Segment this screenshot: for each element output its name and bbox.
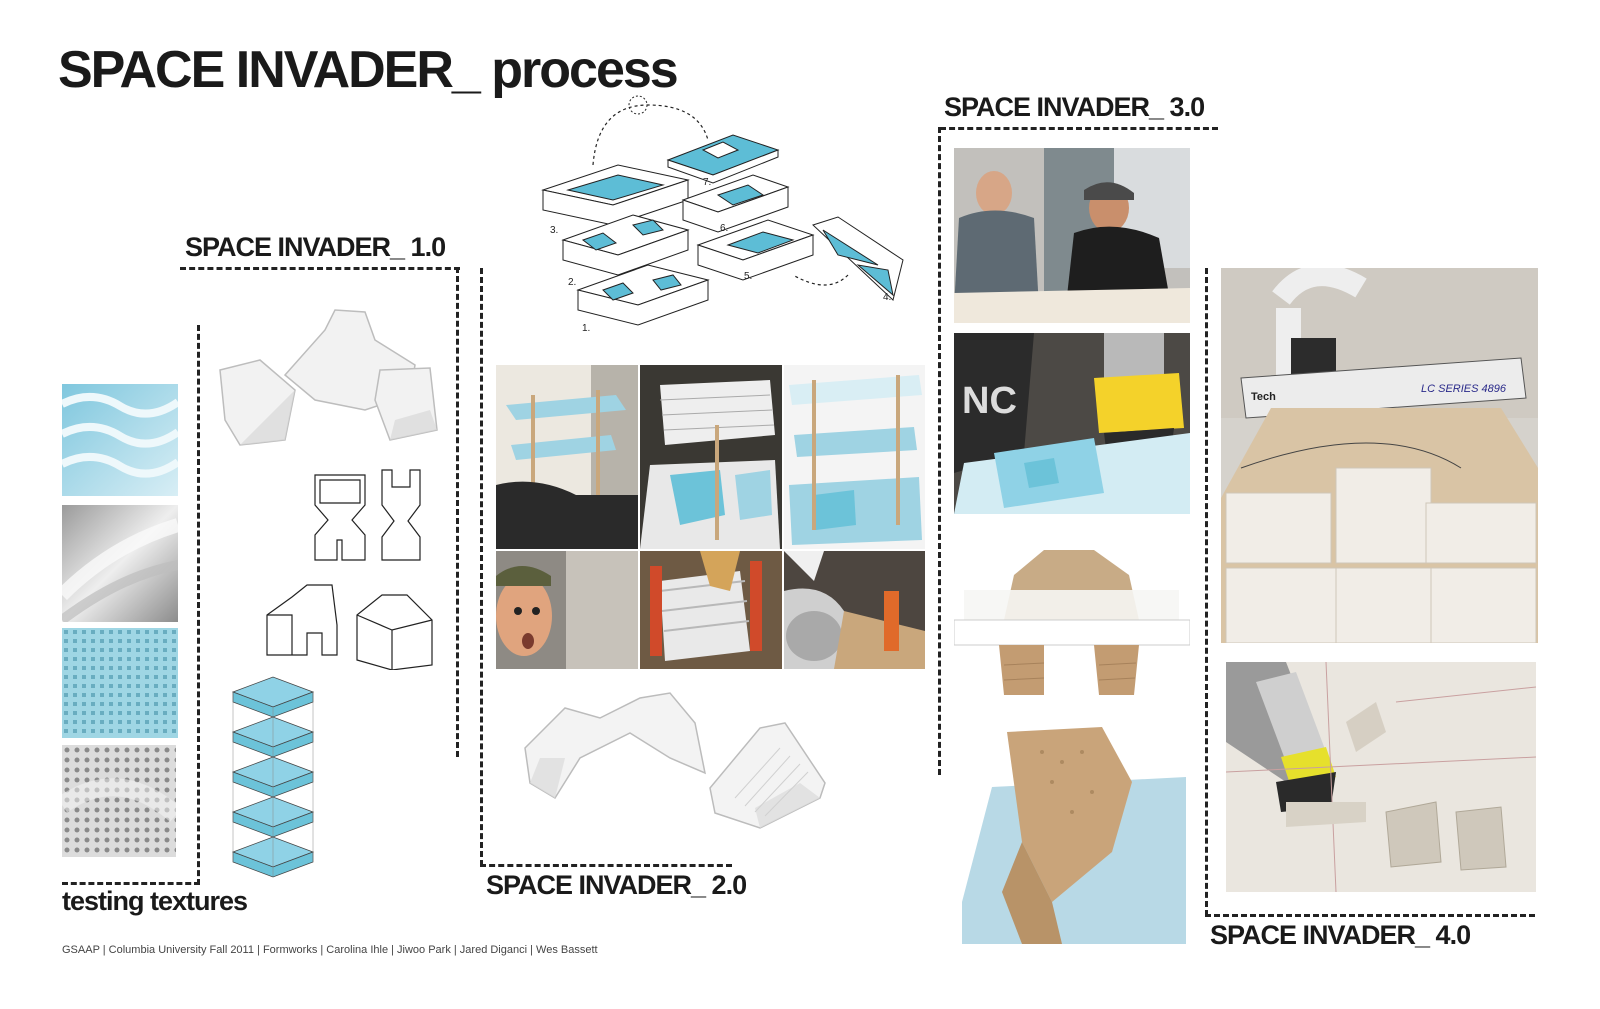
v1-model-render <box>215 300 445 450</box>
section-3-left-rule <box>938 127 941 775</box>
footer-credits: GSAAP | Columbia University Fall 2011 | … <box>62 944 598 956</box>
texture-photo-3 <box>62 628 178 738</box>
v2-photo-mold-stack <box>640 365 782 549</box>
section-3-title: SPACE INVADER_ 3.0 <box>944 92 1205 122</box>
page-title: SPACE INVADER_ process <box>58 41 679 99</box>
section-2-title: SPACE INVADER_ 2.0 <box>486 870 747 900</box>
v3-cast-closeup <box>962 722 1186 944</box>
v1-layer-stack <box>228 672 318 882</box>
v3-cast-with-legs <box>953 545 1191 700</box>
gantry-label: LC SERIES 4896 <box>1421 383 1507 395</box>
mold-label-5: 5. <box>744 271 752 282</box>
section-4-left-rule <box>1205 268 1208 916</box>
mold-label-2: 2. <box>568 277 576 288</box>
section-4-bottom-rule <box>1205 914 1535 917</box>
mold-assembly-diagram: 1. 2. 3. 4. 5. 6. 7. <box>538 95 910 345</box>
textures-label: testing textures <box>62 886 248 916</box>
v3-photo-team <box>954 148 1190 323</box>
texture-photo-2 <box>62 505 178 622</box>
router-label: NC <box>962 380 1017 422</box>
v2-cast-render <box>520 688 832 833</box>
section-4-title: SPACE INVADER_ 4.0 <box>1210 920 1471 950</box>
mold-label-3: 3. <box>550 225 558 236</box>
mold-label-4: 4. <box>883 292 891 303</box>
v2-photo-clamping <box>640 551 782 669</box>
mold-label-1: 1. <box>582 323 590 334</box>
section-1-top-rule <box>180 267 460 270</box>
v2-photo-stacked-layers <box>496 365 638 549</box>
section-2-left-rule <box>480 268 483 866</box>
texture-photo-4 <box>62 745 176 857</box>
mold-label-6: 6. <box>720 223 728 234</box>
mold-label-7: 7. <box>703 177 711 188</box>
section-1-title: SPACE INVADER_ 1.0 <box>185 232 446 262</box>
v2-photo-mold-interior <box>784 365 925 549</box>
v2-photo-pouring <box>784 551 925 669</box>
section-2-bottom-rule <box>480 864 732 867</box>
section-3-top-rule <box>940 127 1218 130</box>
v4-photo-milling <box>1226 662 1536 892</box>
brand-label: Tech <box>1251 391 1276 403</box>
texture-photo-1 <box>62 384 178 496</box>
section-1-left-rule <box>197 325 200 885</box>
v2-photo-face <box>496 551 638 669</box>
v1-line-drawings <box>262 465 442 671</box>
section-1-right-rule <box>456 267 459 757</box>
v3-photo-cnc-router: NC <box>954 333 1190 514</box>
v4-photo-cnc-table: LC SERIES 4896 Tech <box>1221 268 1538 643</box>
textures-divider <box>62 882 200 885</box>
